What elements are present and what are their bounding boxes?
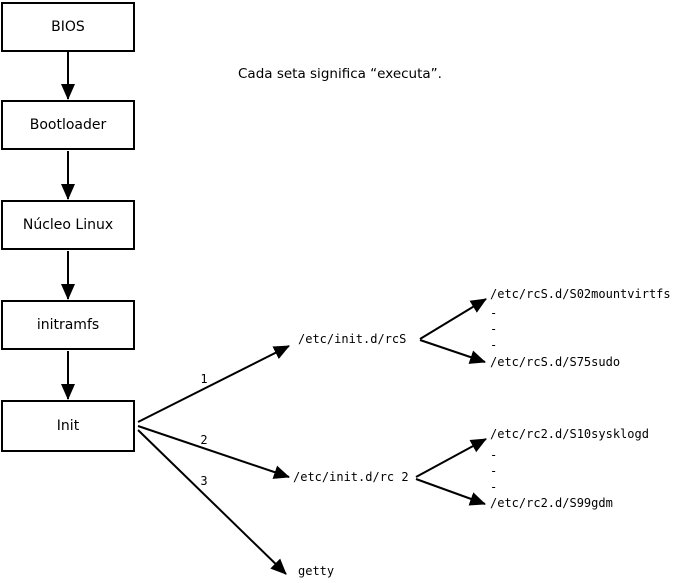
- label-rcs-last-script: /etc/rcS.d/S75sudo: [490, 355, 621, 369]
- note-text: Cada seta significa “executa”.: [238, 66, 442, 82]
- rcs-ellipsis-dash: -: [490, 306, 498, 320]
- box-linux-kernel-label: Núcleo Linux: [22, 217, 114, 233]
- branch-order-3: 3: [200, 474, 208, 488]
- arrow-init-to-rcs: [137, 345, 290, 423]
- rc2-ellipsis: - - -: [490, 447, 497, 495]
- box-bios: BIOS: [1, 2, 135, 52]
- rcs-ellipsis-dash: -: [490, 338, 498, 352]
- rcs-ellipsis-dash: -: [490, 322, 498, 336]
- branch-order-2: 2: [200, 433, 208, 447]
- label-getty: getty: [298, 564, 335, 578]
- rc2-ellipsis-dash: -: [490, 448, 498, 462]
- box-bootloader: Bootloader: [1, 100, 135, 150]
- arrow-init-to-getty: [137, 429, 287, 575]
- box-init: Init: [1, 400, 135, 452]
- label-rc2-last-script: /etc/rc2.d/S99gdm: [490, 496, 613, 510]
- box-bios-label: BIOS: [51, 19, 85, 35]
- box-linux-kernel: Núcleo Linux: [1, 200, 135, 250]
- box-init-label: Init: [56, 418, 80, 434]
- arrow-rcs-to-last-script: [419, 339, 486, 364]
- box-initramfs: initramfs: [1, 300, 135, 350]
- rc2-ellipsis-dash: -: [490, 480, 498, 494]
- label-rc2-first-script: /etc/rc2.d/S10sysklogd: [490, 427, 649, 441]
- rcs-ellipsis: - - -: [490, 305, 497, 353]
- branch-order-1: 1: [200, 372, 208, 386]
- box-bootloader-label: Bootloader: [29, 117, 107, 133]
- arrow-rc2-to-first-script: [415, 438, 487, 478]
- rc2-ellipsis-dash: -: [490, 464, 498, 478]
- label-init-d-rc2: /etc/init.d/rc 2: [293, 470, 409, 484]
- label-init-d-rcs: /etc/init.d/rcS: [298, 332, 407, 346]
- arrow-rc2-to-last-script: [415, 478, 486, 506]
- label-rcs-first-script: /etc/rcS.d/S02mountvirtfs: [490, 287, 671, 301]
- arrow-init-to-rc2: [137, 425, 290, 479]
- box-initramfs-label: initramfs: [36, 317, 100, 333]
- arrow-rcs-to-first-script: [419, 298, 487, 340]
